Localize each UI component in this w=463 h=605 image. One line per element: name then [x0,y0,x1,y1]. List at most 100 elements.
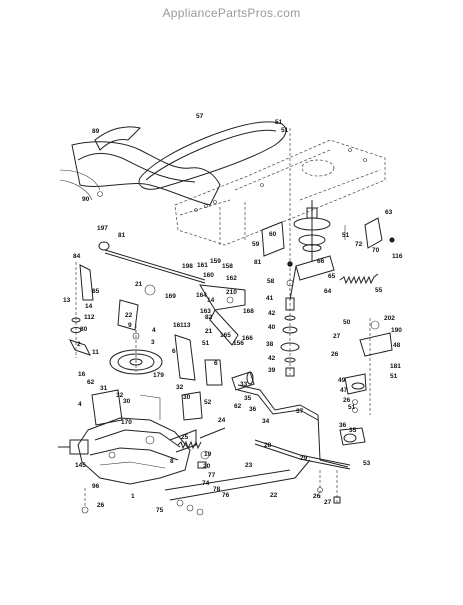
part-callout-4: 4 [78,401,82,408]
idler-spring-part [339,273,379,285]
part-callout-96: 96 [92,483,100,490]
transaxle-part [58,417,197,485]
part-callout-78: 78 [213,486,221,493]
part-callout-72: 72 [355,241,363,248]
part-callout-84: 84 [73,253,81,260]
mower-frame-part [174,139,386,246]
part-callout-24: 24 [218,417,226,424]
part-callout-179: 179 [153,372,164,379]
part-callout-158: 158 [222,263,233,270]
part-callout-58: 58 [267,278,275,285]
part-callout-81: 81 [254,259,262,266]
part-callout-77: 77 [208,472,216,479]
part-callout-181: 181 [390,363,401,370]
part-callout-42: 42 [268,310,276,317]
part-callout-190: 190 [391,327,402,334]
part-callout-26: 26 [97,502,105,509]
part-callout-57: 57 [196,113,204,120]
part-callout-34: 34 [262,418,270,425]
part-callout-27: 27 [333,333,341,340]
part-callout-26: 26 [343,397,351,404]
part-callout-23: 23 [245,462,253,469]
shift-arm-part [91,389,203,426]
spindle-pulley-part [293,200,331,262]
part-callout-42: 42 [268,355,276,362]
part-callout-36: 36 [249,406,257,413]
lever-assembly-part [69,262,139,358]
part-callout-89: 89 [92,128,100,135]
part-callout-145: 145 [75,462,86,469]
part-callout-202: 202 [384,315,395,322]
part-callout-37: 37 [296,408,304,415]
part-callout-51: 51 [202,340,210,347]
part-callout-47: 47 [340,387,348,394]
part-callout-160: 160 [203,272,214,279]
brake-linkage-part [174,284,246,386]
watermark: AppliancePartsPros.com [162,6,301,20]
part-callout-62: 62 [87,379,95,386]
part-callout-28: 28 [264,442,272,449]
idler-pulley-stack [280,128,300,377]
seat-shroud-part [59,126,221,206]
part-callout-29: 29 [300,455,308,462]
brake-spring-part [177,427,226,469]
part-callout-70: 70 [372,247,380,254]
part-callout-159: 159 [210,258,221,265]
part-callout-51: 51 [342,232,350,239]
part-callout-6: 6 [214,360,218,367]
part-callout-63: 63 [385,209,393,216]
part-callout-51: 51 [275,119,283,126]
part-callout-165: 165 [220,332,231,339]
part-callout-31: 31 [100,385,108,392]
part-callout-40: 40 [268,324,276,331]
part-callout-55: 55 [375,287,383,294]
part-callout-80: 80 [80,326,88,333]
part-callout-161: 161 [197,262,208,269]
part-callout-22: 22 [125,312,133,319]
part-callout-16: 16 [78,371,86,378]
part-callout-53: 53 [363,460,371,467]
part-callout-49: 49 [338,377,346,384]
part-callout-85: 85 [92,288,100,295]
part-callout-2: 2 [77,341,81,348]
transmission-pulley-part [109,320,163,375]
part-callout-60: 60 [269,231,277,238]
part-callout-162: 162 [226,275,237,282]
part-callout-65: 65 [328,273,336,280]
part-callout-90: 90 [82,196,90,203]
part-callout-26: 26 [313,493,321,500]
part-callout-19: 19 [204,451,212,458]
part-callout-32: 32 [116,392,124,399]
lower-rods-part [81,459,311,516]
shift-rod-part [98,241,206,296]
idler-bracket-part [261,221,335,301]
part-callout-170: 170 [121,419,132,426]
part-callout-76: 76 [222,492,230,499]
part-callout-20: 20 [203,463,211,470]
part-callout-26: 26 [331,351,339,358]
part-callout-11: 11 [92,349,99,356]
part-callout-156: 156 [233,340,244,347]
part-callout-14: 14 [85,303,93,310]
part-callout-1: 1 [131,493,135,500]
part-callout-210: 210 [226,289,237,296]
part-callout-64: 64 [324,288,332,295]
part-callout-169: 169 [165,293,176,300]
part-callout-52: 52 [204,399,212,406]
part-callout-3: 3 [151,339,155,346]
part-callout-66: 66 [317,258,325,265]
roller-part [231,371,255,391]
part-callout-163: 163 [200,308,211,315]
part-callout-82: 82 [205,314,213,321]
hardware-bolts [317,470,341,505]
part-callout-9: 9 [128,322,132,329]
part-callout-116: 116 [392,253,403,260]
part-callout-50: 50 [343,319,351,326]
part-callout-22: 22 [270,492,278,499]
part-callout-41: 41 [266,295,274,302]
part-callout-39: 39 [268,367,276,374]
part-callout-27: 27 [324,499,332,506]
part-callout-164: 164 [196,292,207,299]
